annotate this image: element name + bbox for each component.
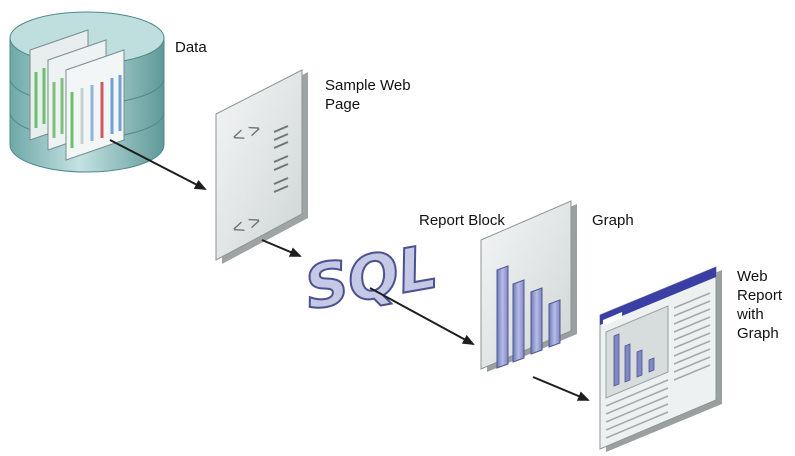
arrow-report-to-web	[532, 376, 590, 401]
label-data: Data	[175, 39, 207, 56]
sql-logo: SQL	[299, 231, 444, 325]
flow-arrows	[109, 139, 590, 401]
label-sample-web-page: Sample Web Page	[325, 77, 411, 113]
arrow-data-to-page	[109, 139, 207, 190]
label-graph: Graph	[592, 212, 634, 229]
data-table-sheets	[29, 29, 125, 161]
bar-chart-icon	[496, 265, 561, 369]
label-web-report-with-graph: Web Report with Graph	[737, 268, 783, 342]
text-lines-icon	[273, 125, 289, 193]
report-text-lines	[605, 292, 711, 439]
arrow-page-to-sql	[261, 239, 302, 257]
window-titlebar	[600, 267, 716, 325]
arrow-sql-to-report	[369, 287, 475, 345]
web-report-window	[599, 266, 722, 452]
label-report-block: Report Block	[419, 212, 505, 229]
mini-bar-chart-icon	[613, 333, 655, 387]
report-block-graph-panel	[480, 200, 577, 372]
svg-text:SQL: SQL	[300, 232, 443, 324]
sample-web-page-sheet: < > < >	[215, 69, 308, 264]
database-cylinder-icon	[9, 11, 165, 173]
